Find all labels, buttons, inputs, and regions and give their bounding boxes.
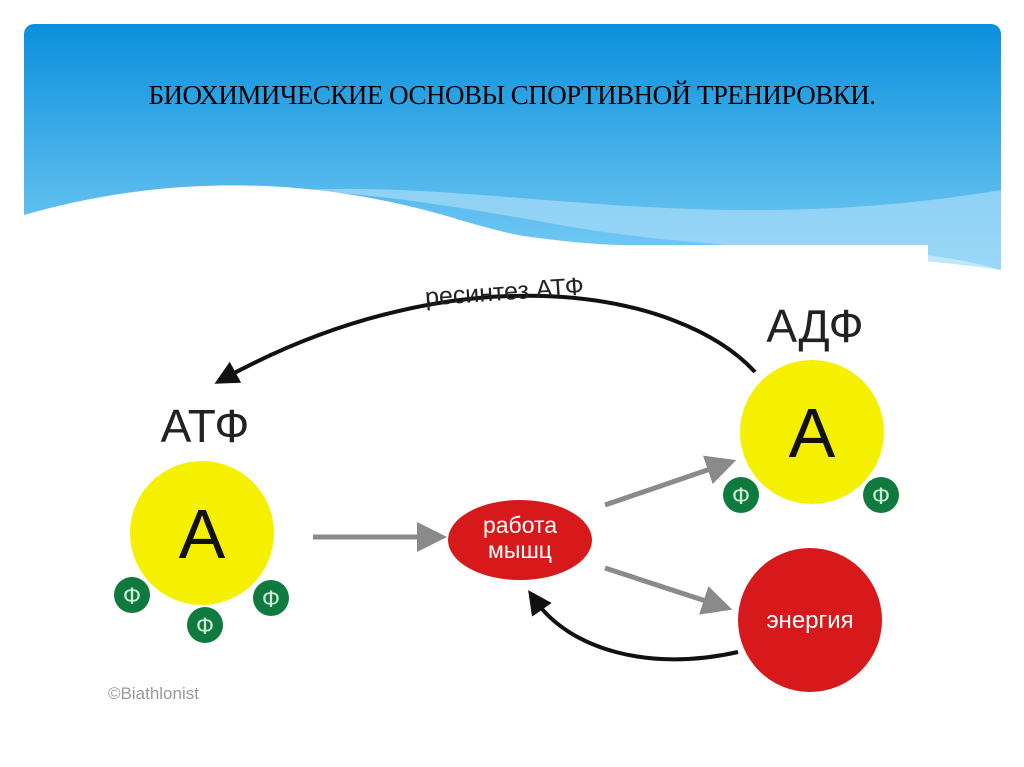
atp-phosphate: Ф bbox=[187, 607, 223, 643]
svg-text:Ф: Ф bbox=[196, 613, 214, 640]
atp-adenosine-circle bbox=[130, 461, 274, 605]
adp-adenosine-circle bbox=[740, 360, 884, 504]
adp-phosphate: Ф bbox=[863, 477, 899, 513]
atp-core-letter: А bbox=[179, 495, 226, 573]
adp-label: АДФ bbox=[766, 300, 863, 352]
adp-phosphate: Ф bbox=[723, 477, 759, 513]
atp-cycle-diagram: ресинтез АТФ АТФ А Ф Ф Ф АДФ А Ф Ф работ… bbox=[98, 245, 928, 715]
energy-label: энергия bbox=[766, 607, 853, 634]
muscle-work-line2: мышц bbox=[488, 537, 552, 563]
svg-text:Ф: Ф bbox=[123, 583, 141, 610]
energy-node bbox=[738, 548, 882, 692]
svg-text:Ф: Ф bbox=[262, 586, 280, 613]
work-to-adp-arrow bbox=[604, 455, 737, 508]
svg-text:Ф: Ф bbox=[732, 483, 750, 510]
atp-phosphate: Ф bbox=[253, 580, 289, 616]
resynthesis-arrow bbox=[214, 293, 757, 384]
work-to-energy-arrow bbox=[604, 565, 733, 615]
atp-phosphate: Ф bbox=[114, 577, 150, 613]
svg-text:Ф: Ф bbox=[872, 483, 890, 510]
atp-label: АТФ bbox=[161, 400, 250, 452]
muscle-work-line1: работа bbox=[483, 512, 557, 538]
credit-watermark: ©Biathlonist bbox=[108, 684, 199, 703]
muscle-work-node bbox=[448, 500, 592, 580]
adp-core-letter: А bbox=[789, 394, 836, 472]
energy-to-work-arrow bbox=[528, 590, 739, 662]
slide-title: БИОХИМИЧЕСКИЕ ОСНОВЫ СПОРТИВНОЙ ТРЕНИРОВ… bbox=[148, 80, 875, 110]
